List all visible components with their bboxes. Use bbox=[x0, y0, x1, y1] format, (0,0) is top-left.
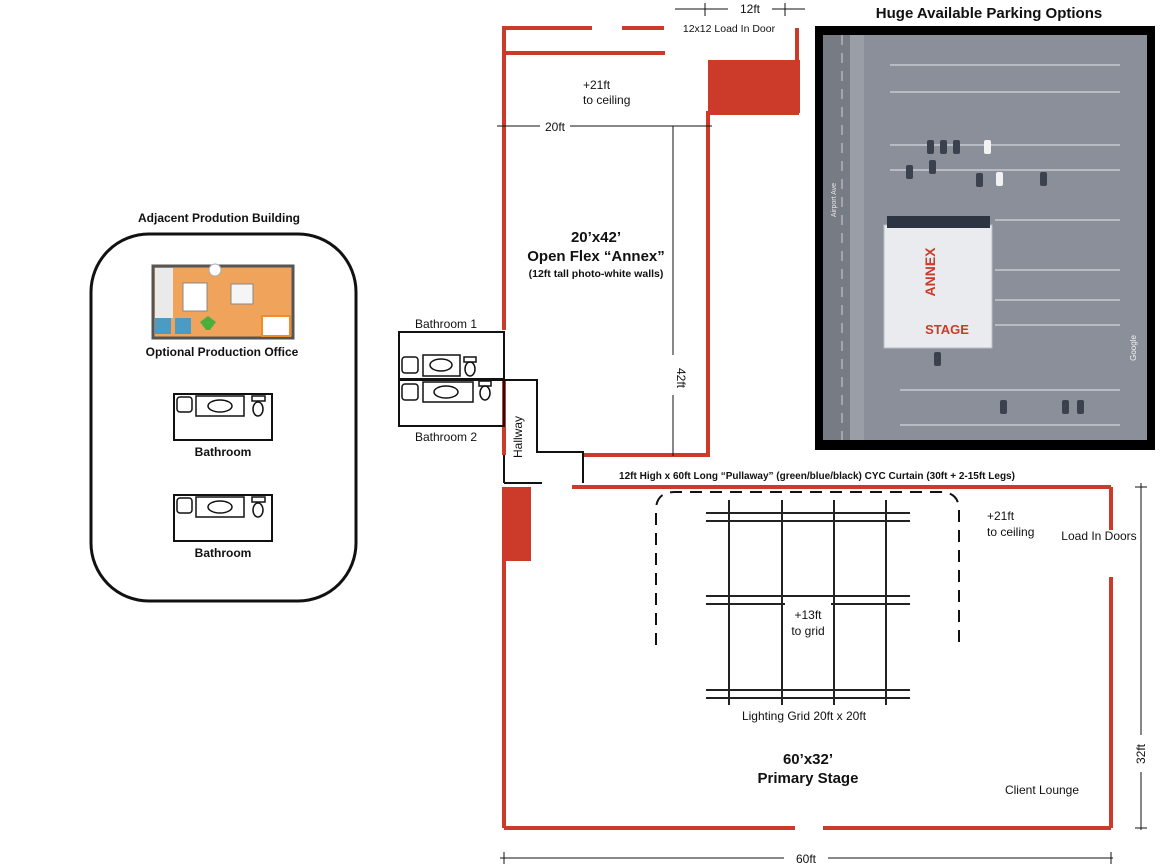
stage-width-dimension bbox=[500, 852, 1113, 864]
adjacent-building-outline bbox=[89, 232, 358, 603]
stage-title-line2: Primary Stage bbox=[758, 770, 859, 787]
lighting-grid-icon bbox=[706, 500, 910, 705]
grid-height-line1: +13ft bbox=[794, 608, 822, 622]
client-lounge-label: Client Lounge bbox=[1005, 783, 1079, 797]
load-in-doors-label: Load In Doors bbox=[1061, 529, 1136, 543]
cyc-curtain-outline bbox=[655, 491, 960, 645]
adjacent-building: Adjacent Prodution Building Optional Pro… bbox=[89, 211, 358, 603]
stage-wall-block bbox=[504, 487, 531, 561]
street-label: Airport Ave bbox=[831, 183, 838, 217]
stage-walls bbox=[502, 485, 1113, 830]
annex-ceiling-line2: to ceiling bbox=[583, 93, 630, 107]
production-office-icon bbox=[151, 263, 295, 340]
bathroom-1-label: Bathroom 1 bbox=[415, 317, 477, 331]
stage-width-label: 60ft bbox=[796, 852, 817, 866]
annex-length-label: 42ft bbox=[674, 368, 688, 389]
bathroom-1-room bbox=[398, 331, 505, 380]
roof-annex-label: ANNEX bbox=[922, 247, 938, 297]
annex-title-line3: (12ft tall photo-white walls) bbox=[529, 268, 664, 280]
bathroom-b-label: Bathroom bbox=[195, 546, 252, 560]
roof-stage-label: STAGE bbox=[925, 322, 969, 337]
bathroom-2-label: Bathroom 2 bbox=[415, 430, 477, 444]
grid-label-bg bbox=[785, 603, 831, 639]
stage-height-dimension bbox=[1135, 483, 1147, 830]
annex-ceiling-line1: +21ft bbox=[583, 78, 611, 92]
stage-height-label: 32ft bbox=[1134, 743, 1148, 764]
annex-title-line2: Open Flex “Annex” bbox=[527, 248, 665, 265]
annex-width-label: 20ft bbox=[545, 120, 566, 134]
bathroom-b-icon bbox=[173, 494, 273, 542]
grid-height-line2: to grid bbox=[791, 624, 824, 638]
stage-ceiling-line2: to ceiling bbox=[987, 525, 1034, 539]
hallway-label: Hallway bbox=[511, 416, 525, 458]
google-watermark: Google bbox=[1129, 335, 1138, 361]
stage-title-line1: 60’x32’ bbox=[783, 751, 833, 768]
hallway-room bbox=[503, 379, 584, 484]
cyc-curtain-note: 12ft High x 60ft Long “Pullaway” (green/… bbox=[619, 471, 1015, 482]
annex-door-width: 12ft bbox=[740, 2, 761, 16]
annex-title-line1: 20’x42’ bbox=[571, 229, 621, 246]
bathroom-a-label: Bathroom bbox=[195, 445, 252, 459]
adjacent-building-title: Adjacent Prodution Building bbox=[138, 211, 300, 225]
annex-door-label: 12x12 Load In Door bbox=[683, 23, 776, 35]
annex-wall-block bbox=[708, 60, 800, 113]
parking-title: Huge Available Parking Options bbox=[876, 5, 1102, 22]
bathroom-2-room bbox=[398, 379, 505, 427]
lighting-grid-caption: Lighting Grid 20ft x 20ft bbox=[742, 709, 867, 723]
parking-aerial-image: ANNEX STAGE Airport Ave Google bbox=[815, 26, 1155, 450]
stage-ceiling-line1: +21ft bbox=[987, 509, 1015, 523]
bathroom-a-icon bbox=[173, 393, 273, 441]
production-office-label: Optional Production Office bbox=[146, 345, 299, 359]
annex-door-dim-bg bbox=[728, 1, 772, 15]
